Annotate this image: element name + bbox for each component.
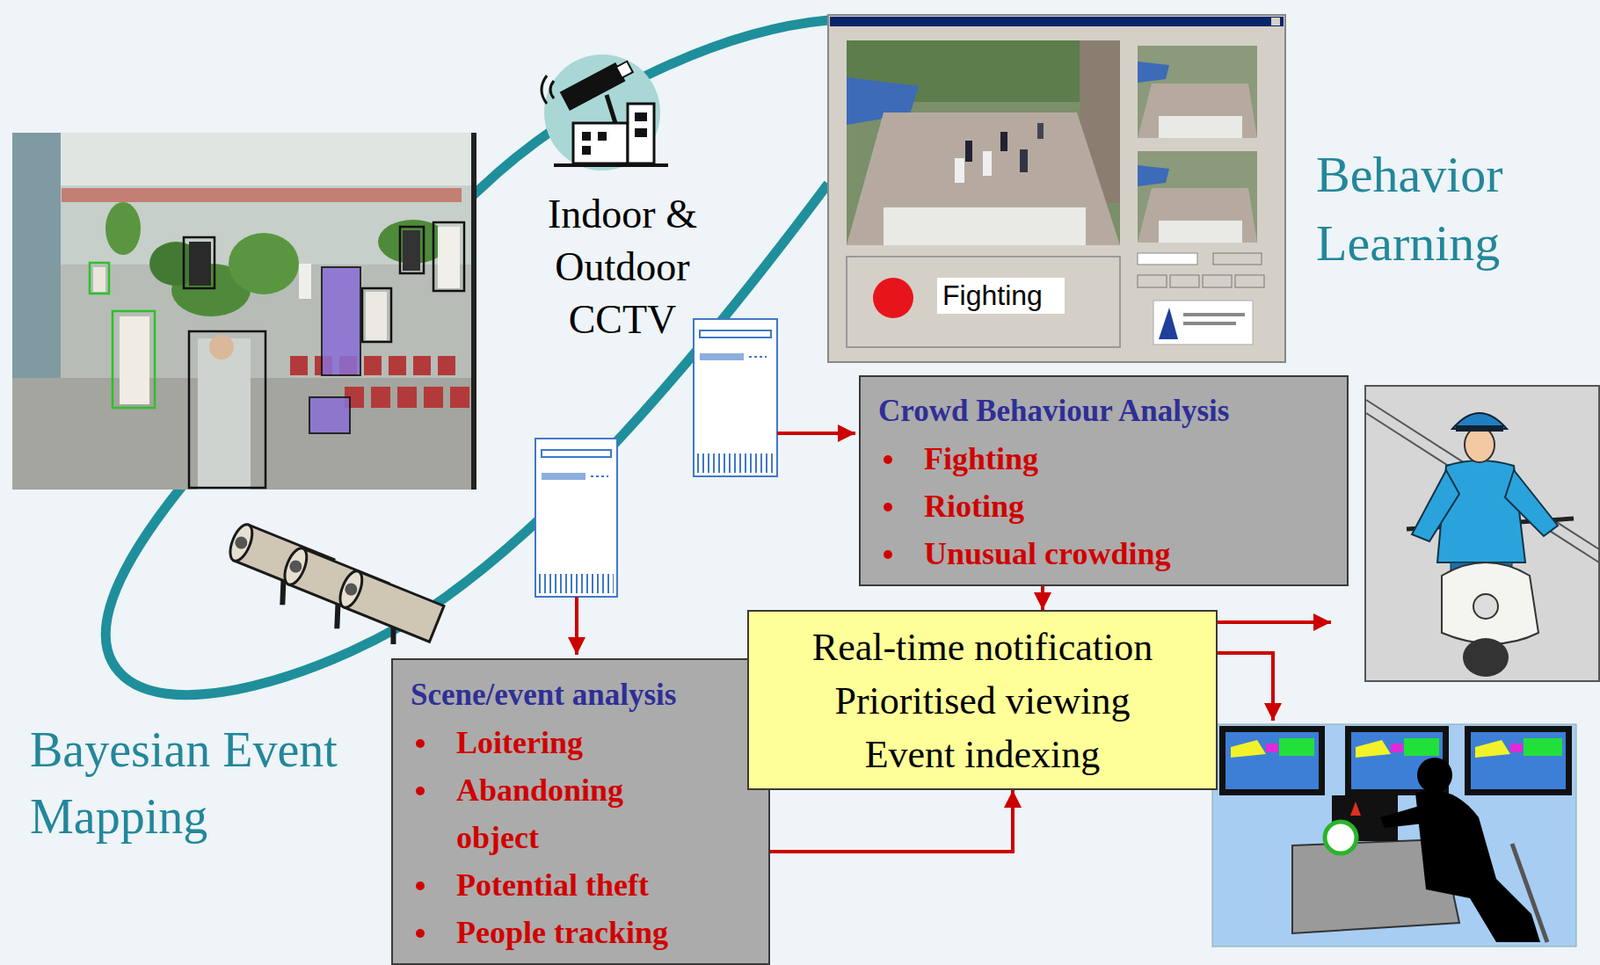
police-picture bbox=[1365, 385, 1600, 682]
notification-text: Prioritised viewing bbox=[834, 674, 1130, 728]
cctv-photo bbox=[12, 132, 477, 490]
server-icon bbox=[535, 438, 618, 597]
camera-group bbox=[217, 521, 444, 657]
analysis-box: Crowd Behaviour AnalysisFightingRiotingU… bbox=[858, 375, 1349, 587]
section-title: Behavior Learning bbox=[1316, 140, 1598, 278]
item-text: Rioting bbox=[923, 482, 1025, 531]
bullet-item: Potential theft bbox=[392, 861, 757, 910]
heading-text: Scene/event analysis bbox=[410, 671, 677, 720]
analysis-box: Scene/event analysisLoiteringAbandoning … bbox=[391, 658, 771, 965]
bullet-dot bbox=[883, 455, 893, 465]
box-heading: Scene/event analysis bbox=[392, 671, 757, 720]
bullet-dot bbox=[415, 786, 425, 796]
item-text: Unusual crowding bbox=[923, 530, 1171, 578]
server-icon bbox=[693, 319, 778, 477]
operator-picture bbox=[1212, 724, 1577, 947]
item-text: Loitering bbox=[456, 719, 583, 767]
connector-arrow bbox=[770, 790, 1013, 852]
bullet-dot bbox=[883, 550, 893, 560]
notification-text: Real-time notification bbox=[812, 620, 1153, 675]
connector-arrow bbox=[1040, 586, 1045, 611]
bullet-item: Rioting bbox=[860, 482, 1335, 531]
section-title: Bayesian Event Mapping bbox=[29, 716, 391, 851]
bullet-item: People tracking bbox=[392, 909, 757, 957]
notification-line: Prioritised viewing bbox=[749, 674, 1204, 728]
heading-text: Crowd Behaviour Analysis bbox=[878, 387, 1230, 436]
bullet-dot bbox=[415, 739, 425, 749]
bullet-item: Loitering bbox=[392, 719, 757, 767]
notification-line: Real-time notification bbox=[749, 620, 1204, 675]
item-text: Fighting bbox=[923, 435, 1039, 483]
bullet-item: Fighting bbox=[860, 435, 1335, 483]
notification-box: Real-time notificationPrioritised viewin… bbox=[747, 610, 1218, 791]
bullet-dot bbox=[415, 929, 425, 939]
bullet-item: Unusual crowding bbox=[860, 530, 1335, 578]
bullet-item: Abandoning object bbox=[392, 766, 757, 862]
bullet-dot bbox=[883, 502, 893, 512]
item-text: Potential theft bbox=[456, 861, 649, 910]
item-text: Abandoning object bbox=[456, 766, 694, 862]
alert-label: Fighting bbox=[937, 277, 1065, 314]
notification-line: Event indexing bbox=[749, 727, 1204, 782]
notification-text: Event indexing bbox=[865, 727, 1101, 782]
box-heading: Crowd Behaviour Analysis bbox=[860, 387, 1335, 436]
cctv-icon bbox=[541, 54, 669, 171]
camera-caption: Indoor & Outdoor CCTV bbox=[525, 188, 720, 347]
item-text: People tracking bbox=[456, 909, 669, 957]
software-screenshot bbox=[828, 14, 1286, 363]
bullet-dot bbox=[415, 881, 425, 891]
